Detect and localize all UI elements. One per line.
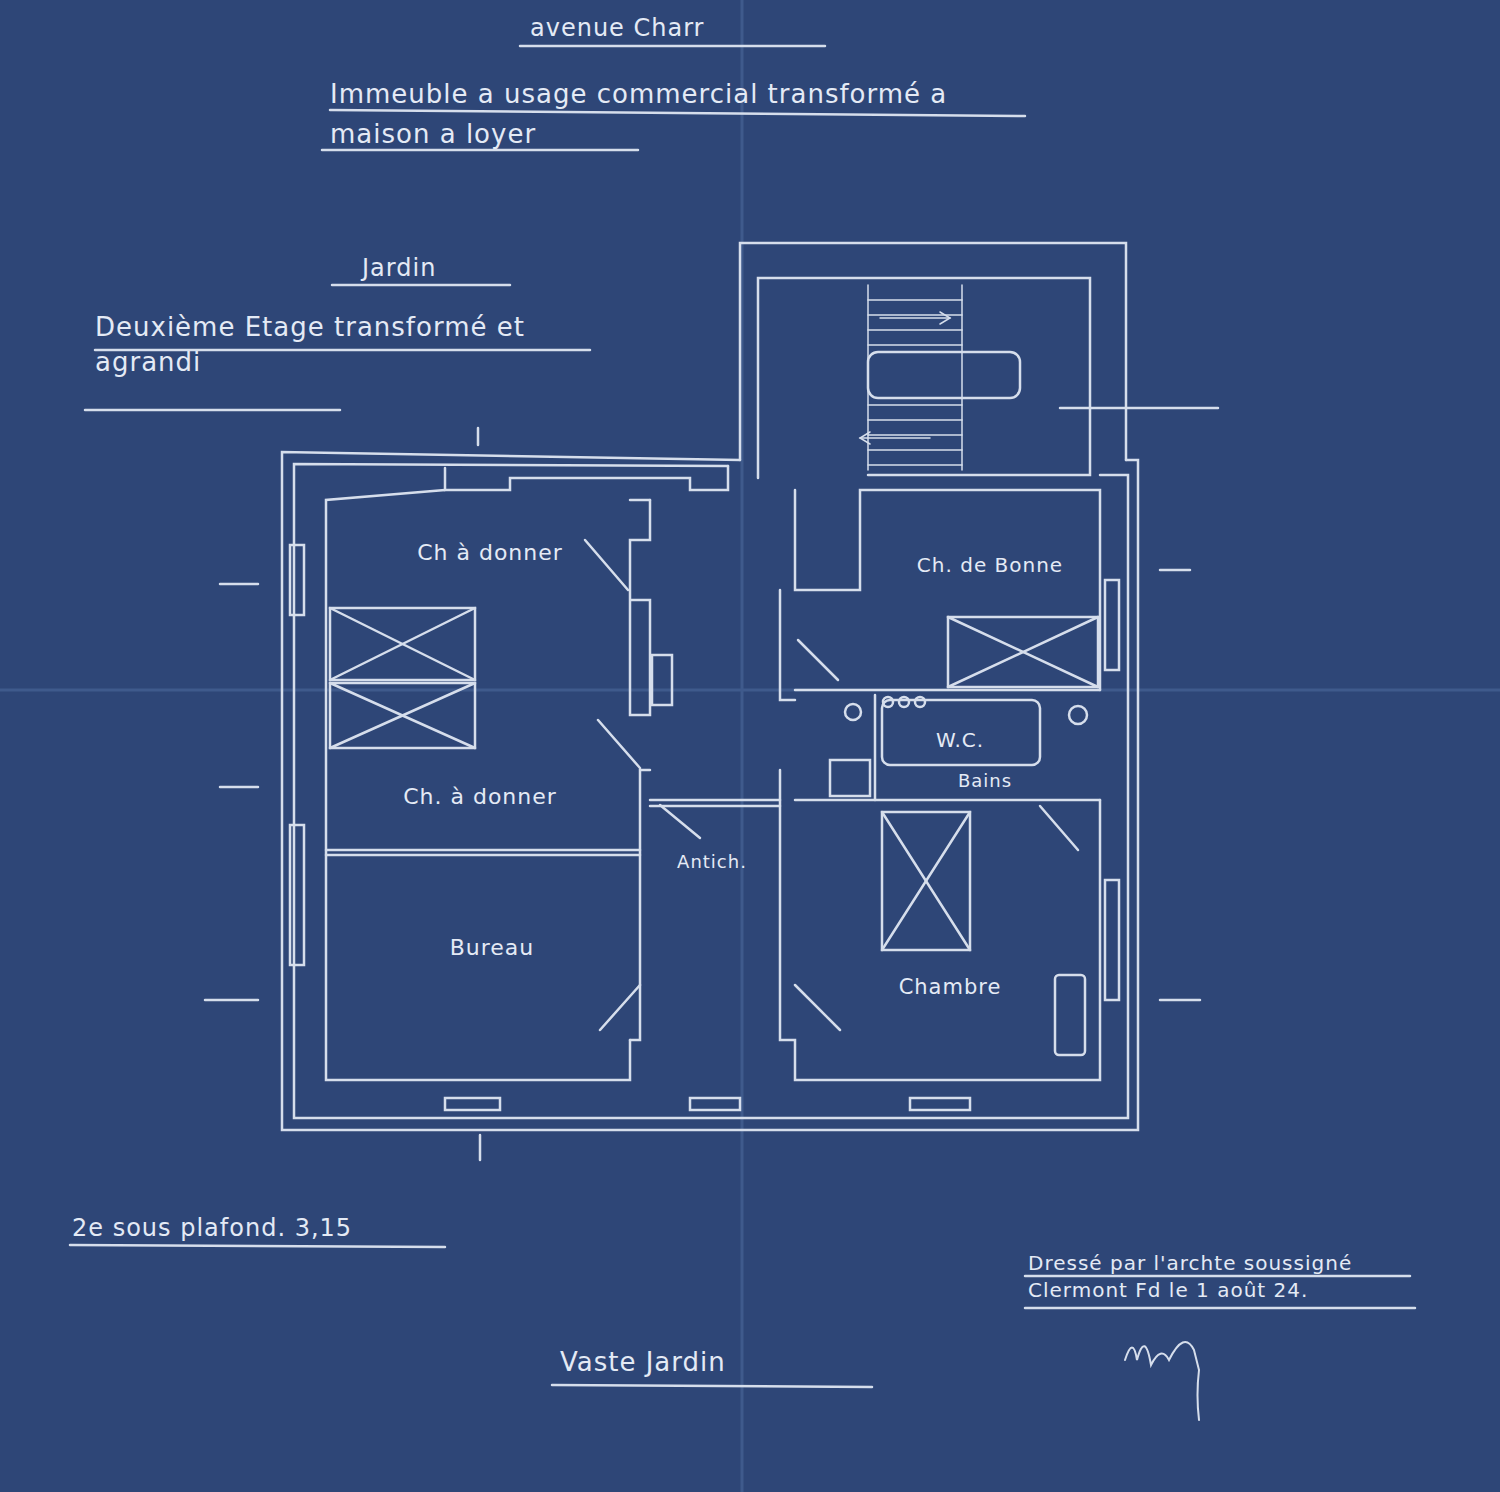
plan-label: Deuxième Etage transformé et agrandi — [95, 310, 605, 380]
plan-label: Ch. de Bonne — [915, 552, 1065, 579]
plan-label: Bains — [958, 769, 1012, 793]
plan-label: Ch. à donner — [403, 782, 557, 812]
plan-label: Chambre — [899, 973, 1002, 1001]
plan-label: 2e sous plafond. 3,15 — [72, 1212, 352, 1244]
plan-label: Jardin — [362, 252, 436, 284]
plan-label: Vaste Jardin — [560, 1345, 726, 1380]
plan-label: Dressé par l'archte soussigné Clermont F… — [1028, 1250, 1428, 1304]
plan-title: Immeuble a usage commercial transformé a… — [330, 74, 1010, 154]
plan-label: W.C. — [936, 727, 984, 754]
plan-label: Antich. — [677, 850, 747, 874]
plan-label: Bureau — [450, 933, 535, 963]
plan-label: Ch à donner — [417, 538, 563, 568]
plan-label: avenue Charr — [530, 12, 704, 44]
